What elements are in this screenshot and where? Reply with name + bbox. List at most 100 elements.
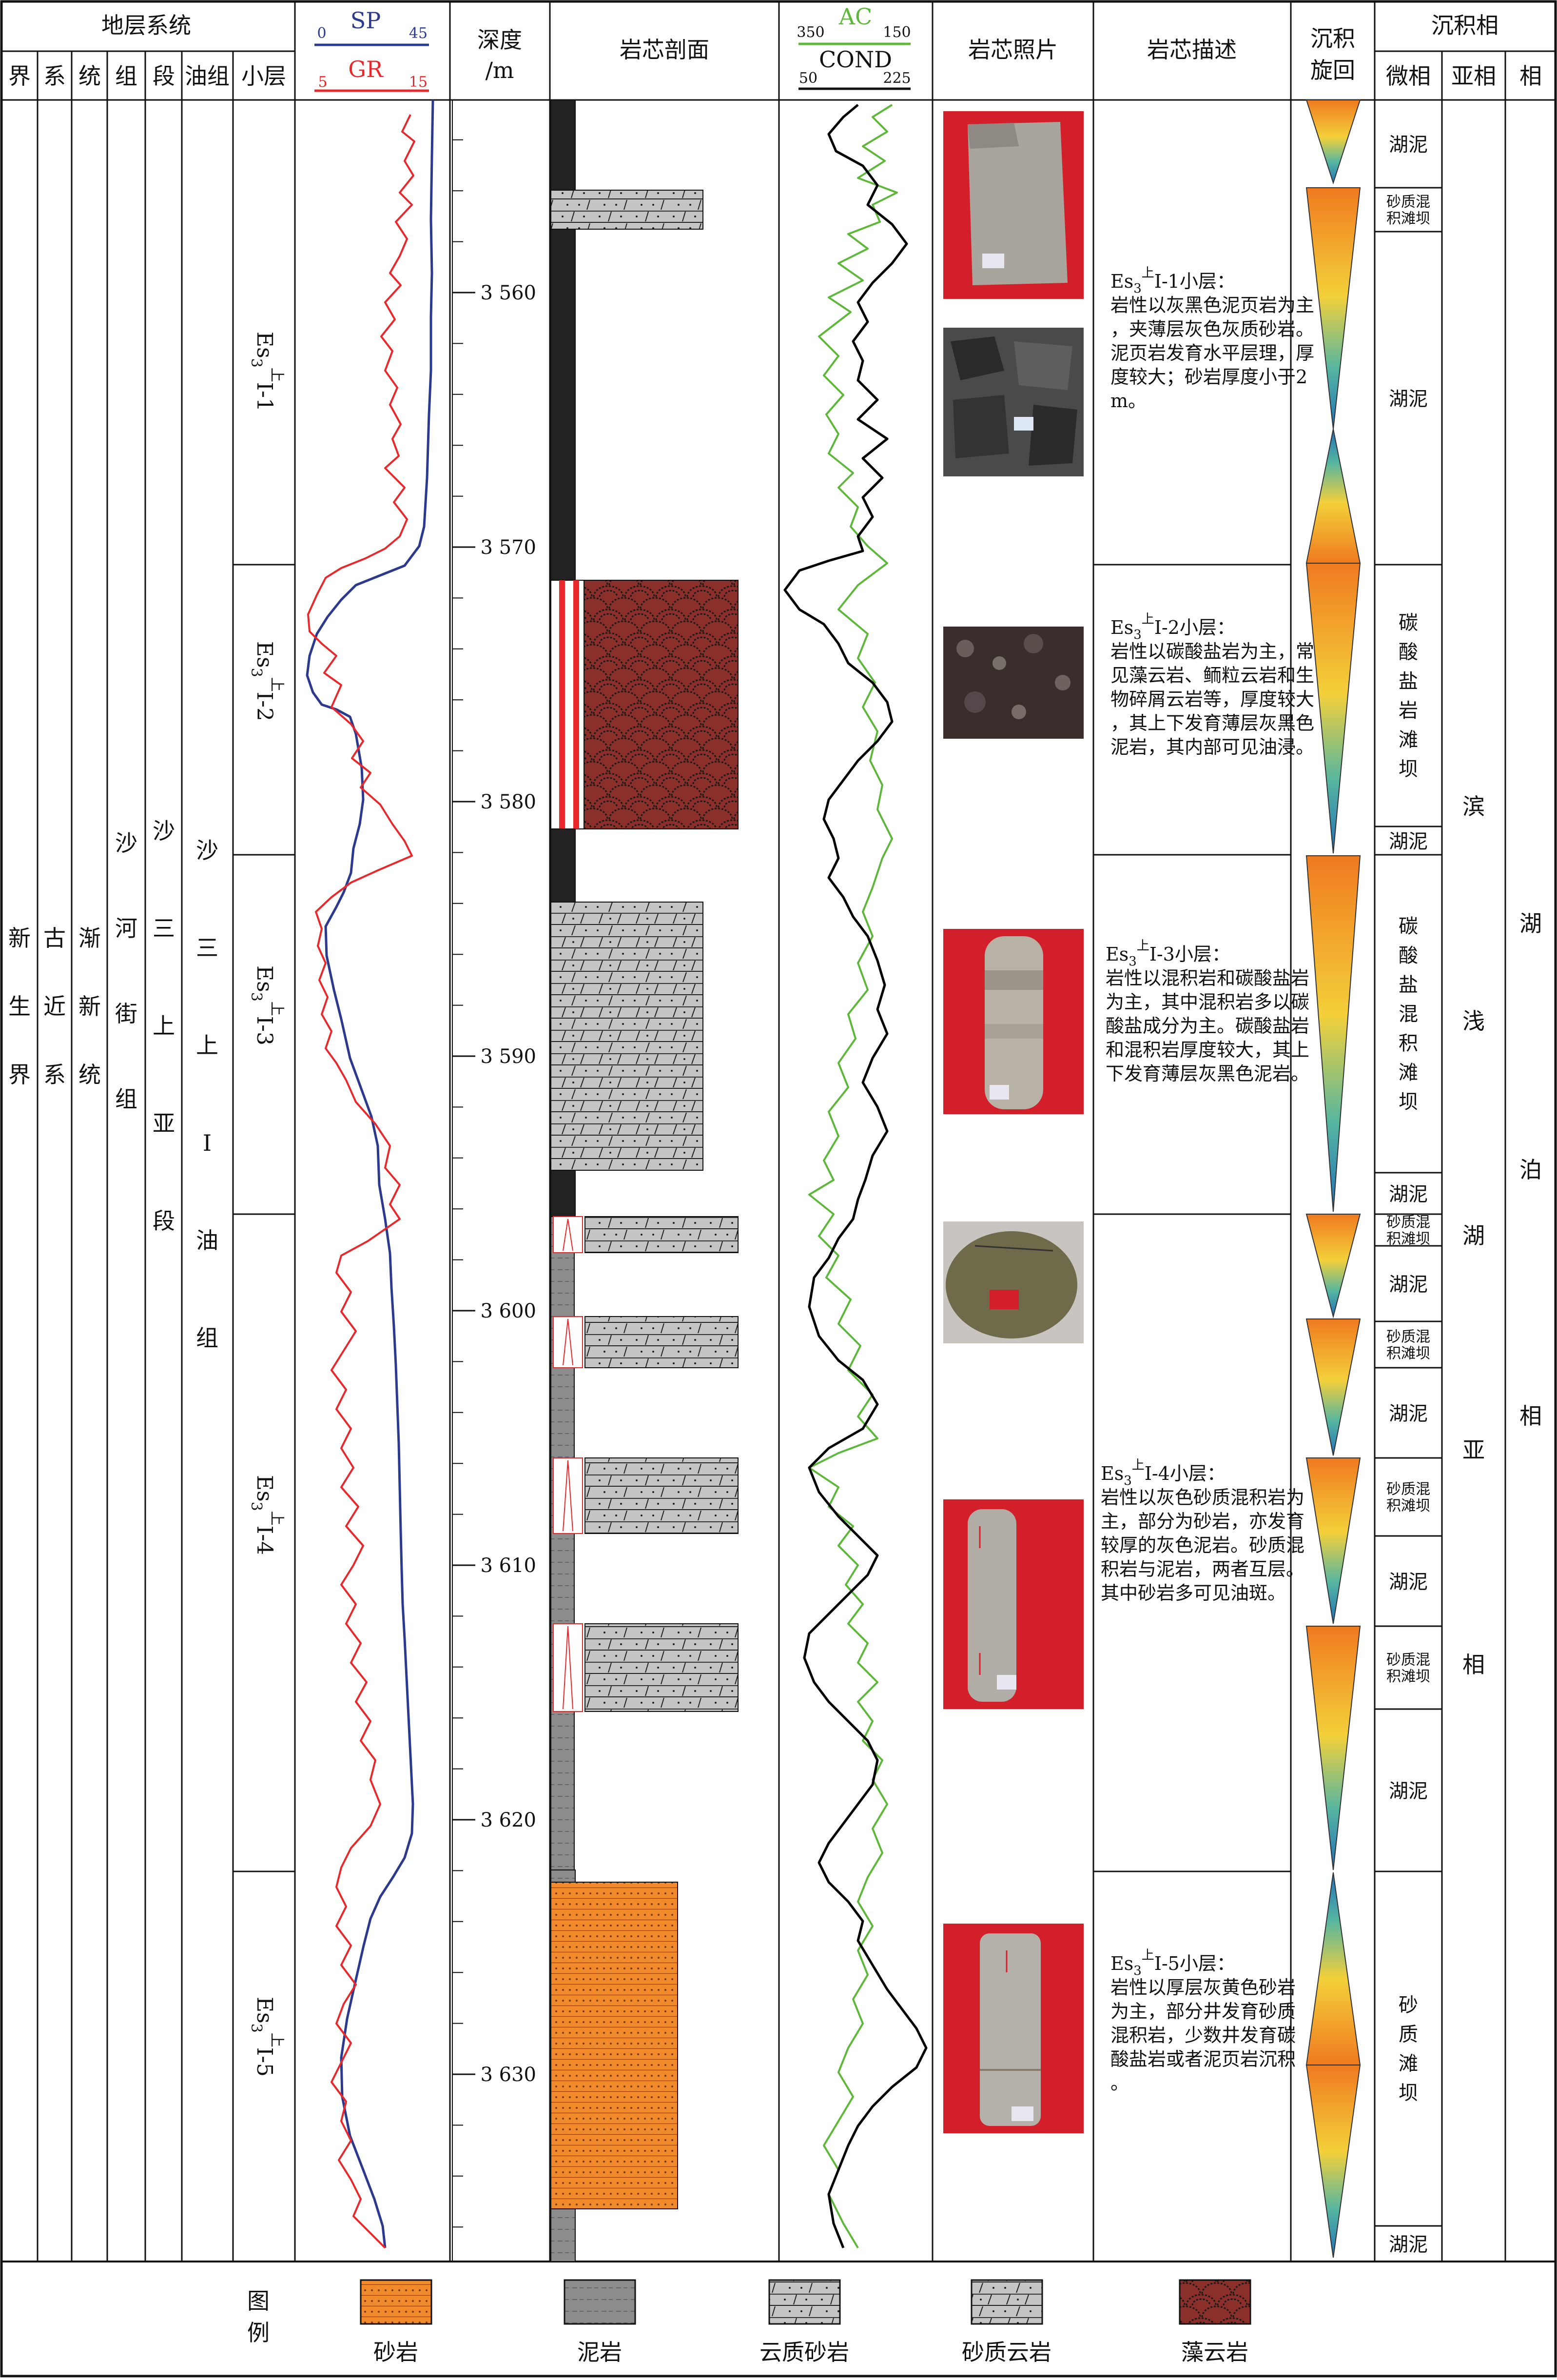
cycle-tri-11: [1305, 2065, 1361, 2258]
core-profile: [550, 99, 739, 2262]
cond-max: 225: [883, 70, 911, 87]
micro-facies-label: 砂质混: [1386, 1481, 1430, 1498]
layer-name-3: Es3上Ⅰ-3: [248, 965, 285, 1045]
cond-curve: [783, 104, 928, 2248]
svg-text:Es3上Ⅰ-2: Es3上Ⅰ-2: [248, 641, 285, 721]
vertical-char: 油: [196, 1227, 218, 1254]
dolomitic-sand-2: [584, 1316, 739, 1368]
ac-curve: [808, 104, 898, 2249]
desc-line: 为主，其中混积岩多以碳: [1106, 991, 1309, 1013]
gr-curve: [307, 114, 415, 2249]
vertical-char: 古: [43, 925, 66, 951]
core-photos: [943, 111, 1084, 2133]
sp-gr-track: [306, 99, 434, 2249]
gr-min: 5: [318, 74, 327, 91]
vertical-char: 街: [115, 1001, 137, 1027]
core-photo-4: [943, 929, 1084, 1114]
algal-dolomite: [584, 580, 739, 829]
sandstone-thick: [550, 1882, 678, 2209]
micro-facies-label: 积滩坝: [1386, 210, 1430, 227]
jie-vertical: 新生界: [8, 925, 31, 1088]
desc-line: 岩性以碳酸盐岩为主，常: [1110, 641, 1314, 662]
depth-label: 深度: [477, 27, 522, 53]
svg-text:Es3上Ⅰ-3: Es3上Ⅰ-3: [248, 965, 285, 1045]
desc-title: Es3上Ⅰ-4小层：: [1101, 1458, 1226, 1488]
vertical-char: 组: [115, 1086, 137, 1112]
cycle-tri-8: [1305, 1457, 1361, 1624]
desc-label: 岩芯描述: [1147, 37, 1237, 63]
desc-line: 度较大；砂岩厚度小于2: [1110, 366, 1307, 388]
black-mud-2: [550, 229, 576, 581]
vertical-char: 上: [153, 1013, 175, 1039]
micro-facies-char: 混: [1399, 1003, 1418, 1025]
core-photo-3: [943, 627, 1084, 739]
desc-line: 酸盐成分为主。碳酸盐岩: [1106, 1015, 1309, 1037]
dolomitic-sand-thin: [550, 190, 703, 230]
desc-line: 较厚的灰色泥岩。砂质混: [1101, 1534, 1304, 1556]
col-youzu: 油组: [185, 63, 230, 89]
legend: 图 例 砂岩 泥岩 云质砂岩 砂质云岩 藻云岩: [247, 2279, 1251, 2365]
oil-show-bar-right: [573, 580, 579, 829]
mudstone-bottom: [550, 2208, 576, 2262]
vertical-char: 系: [43, 1062, 66, 1088]
micro-facies-char: 岩: [1399, 700, 1418, 722]
legend-title-1: 图: [247, 2288, 270, 2314]
micro-facies-label: 湖泥: [1389, 1274, 1428, 1296]
desc-line: 泥页岩发育水平层理，厚: [1110, 342, 1314, 364]
desc-layer-2: Es3上Ⅰ-2小层：岩性以碳酸盐岩为主，常见藻云岩、鲕粒云岩和生物碎屑云岩等，厚…: [1110, 612, 1314, 758]
micro-facies-char: 坝: [1399, 1091, 1418, 1113]
legend-swatch-dolomitic-sand: [768, 2279, 841, 2325]
header: 地层系统 界 系 统 组 段 油组 小层 SP 0 45 GR 5 15 深度 …: [8, 3, 1542, 92]
mudstone-thin: [550, 1869, 576, 1883]
desc-line: 物碎屑云岩等，厚度较大: [1110, 688, 1314, 710]
sp-max: 45: [409, 25, 428, 42]
black-mud-4: [550, 1170, 576, 1217]
micro-facies-char: 盐: [1399, 670, 1418, 693]
vertical-char: 亚: [153, 1110, 175, 1137]
layer-descriptions: Es3上Ⅰ-1小层：岩性以灰黑色泥页岩为主，夹薄层灰色灰质砂岩。泥页岩发育水平层…: [1101, 266, 1314, 2094]
vertical-char: 相: [1519, 1403, 1542, 1429]
vertical-char: 泊: [1519, 1157, 1542, 1183]
dolomitic-sand-3: [584, 1457, 739, 1534]
col-duan: 段: [153, 63, 175, 89]
vertical-char: 统: [78, 1062, 101, 1088]
micro-facies-char: 酸: [1399, 641, 1418, 664]
vertical-char: 新: [78, 993, 101, 1020]
vertical-char: 界: [8, 1062, 31, 1088]
col-xiaoceng: 小层: [241, 63, 286, 89]
desc-line: 岩性以厚层灰黄色砂岩: [1110, 1977, 1296, 1998]
cycle-tri-1: [1305, 99, 1361, 185]
desc-layer-3: Es3上Ⅰ-3小层：岩性以混积岩和碳酸盐岩为主，其中混积岩多以碳酸盐成分为主。碳…: [1106, 939, 1309, 1084]
col-tong: 统: [78, 63, 101, 89]
legend-swatch-sandstone: [360, 2279, 432, 2325]
svg-text:Es3上Ⅰ-4: Es3上Ⅰ-4: [248, 1475, 285, 1555]
cycle-tri-6: [1305, 1214, 1361, 1318]
ac-min: 350: [797, 24, 824, 41]
sandy-dolomite: [550, 902, 703, 1171]
vertical-char: 沙: [153, 818, 175, 844]
vertical-char: 沙: [115, 830, 137, 856]
desc-layer-1: Es3上Ⅰ-1小层：岩性以灰黑色泥页岩为主，夹薄层灰色灰质砂岩。泥页岩发育水平层…: [1110, 266, 1314, 412]
micro-facies-label: 湖泥: [1389, 1183, 1428, 1206]
legend-swatch-mudstone: [564, 2279, 636, 2325]
micro-facies-char: 坝: [1399, 758, 1418, 781]
profile-label: 岩芯剖面: [620, 37, 709, 63]
desc-line: m。: [1110, 390, 1147, 412]
desc-line: 岩性以灰色砂质混积岩为: [1101, 1487, 1304, 1508]
layer-names: Es3上Ⅰ-1 Es3上Ⅰ-2 Es3上Ⅰ-3 Es3上Ⅰ-4 Es3上Ⅰ-5: [248, 332, 285, 2077]
micro-facies-char: 碳: [1399, 612, 1418, 634]
legend-title-2: 例: [247, 2320, 270, 2346]
cycle-tri-3: [1305, 429, 1361, 564]
micro-facies-label: 砂质混: [1386, 1329, 1430, 1346]
desc-title: Es3上Ⅰ-2小层：: [1110, 612, 1235, 642]
col-jie: 界: [8, 63, 31, 89]
vertical-char: 新: [8, 925, 31, 951]
strat-system-title: 地层系统: [101, 12, 191, 39]
dolomitic-sand-4: [584, 1623, 739, 1712]
